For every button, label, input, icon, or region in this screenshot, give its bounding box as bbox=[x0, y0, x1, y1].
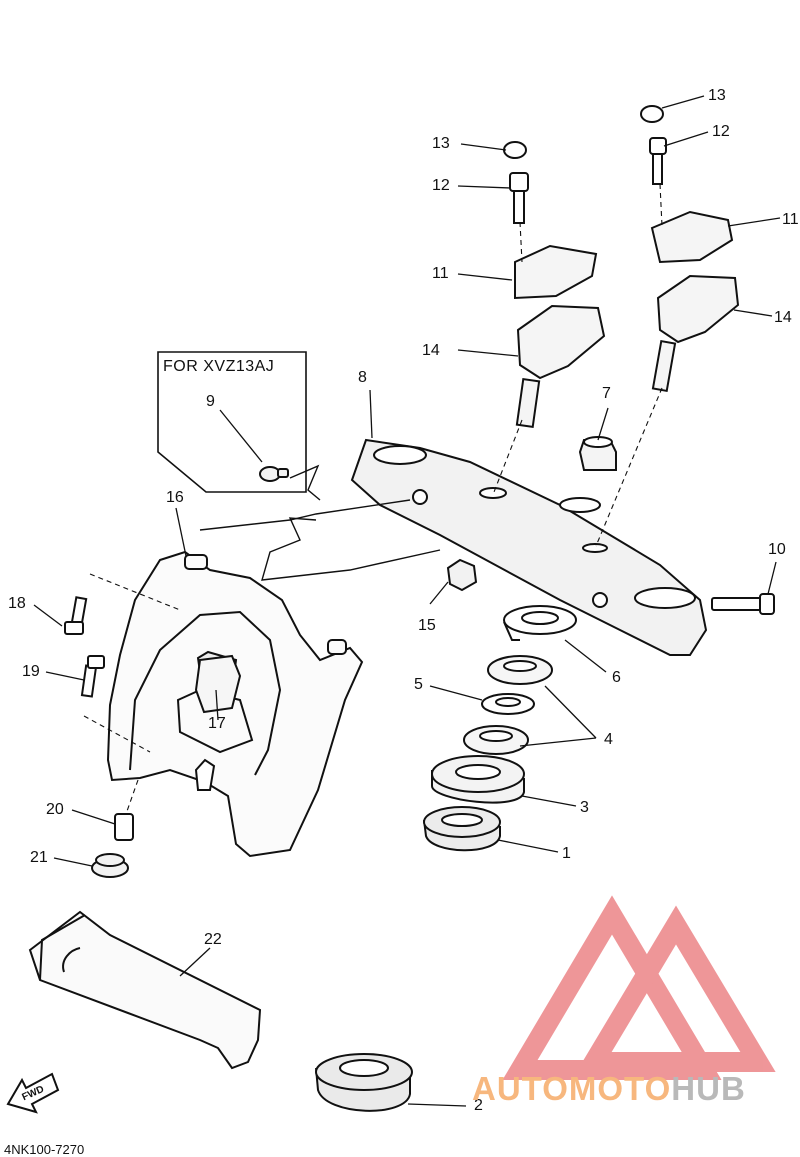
label-8: 8 bbox=[358, 369, 367, 386]
tube-22 bbox=[28, 910, 262, 1070]
label-13-left: 13 bbox=[432, 135, 450, 152]
seal-2 bbox=[315, 1053, 413, 1112]
watermark-logo-icon bbox=[502, 895, 776, 1080]
label-1: 1 bbox=[562, 845, 571, 862]
upper-bracket bbox=[350, 438, 708, 656]
ring-nut-4-lower bbox=[463, 725, 529, 755]
note-box-outline bbox=[157, 351, 307, 493]
nut-15 bbox=[446, 558, 478, 592]
cap-13-right bbox=[640, 105, 664, 123]
grommet-21 bbox=[91, 853, 129, 878]
label-6: 6 bbox=[612, 669, 621, 686]
label-2: 2 bbox=[474, 1097, 483, 1114]
label-10: 10 bbox=[768, 541, 786, 558]
label-17: 17 bbox=[208, 715, 226, 732]
diagram-code: 4NK100-7270 bbox=[4, 1142, 85, 1157]
cap-13-left bbox=[503, 141, 527, 159]
label-12-right: 12 bbox=[712, 123, 730, 140]
label-22: 22 bbox=[204, 931, 222, 948]
leader-lines bbox=[33, 95, 781, 1107]
bearing-1 bbox=[423, 806, 501, 852]
bolt-12-left bbox=[509, 172, 529, 224]
label-18: 18 bbox=[8, 595, 26, 612]
washer-5 bbox=[481, 693, 535, 715]
holder-right bbox=[650, 210, 740, 393]
label-13-right: 13 bbox=[708, 87, 726, 104]
label-3: 3 bbox=[580, 799, 589, 816]
bolt-9 bbox=[259, 466, 289, 482]
label-20: 20 bbox=[46, 801, 64, 818]
cover-16 bbox=[106, 550, 364, 858]
note-title: FOR XVZ13AJ bbox=[163, 358, 275, 375]
bolt-10 bbox=[711, 593, 775, 615]
label-16: 16 bbox=[166, 489, 184, 506]
bolt-18 bbox=[64, 596, 88, 635]
label-7: 7 bbox=[602, 385, 611, 402]
bolt-12-right bbox=[649, 137, 667, 185]
bearing-race-3 bbox=[431, 755, 525, 804]
bolt-19 bbox=[80, 655, 105, 698]
label-14-left: 14 bbox=[422, 342, 440, 359]
alignment-lines bbox=[83, 183, 663, 815]
ring-nut-4-upper bbox=[487, 655, 553, 685]
label-11-right: 11 bbox=[782, 211, 799, 228]
label-19: 19 bbox=[22, 663, 40, 680]
watermark-part2: HUB bbox=[671, 1070, 746, 1107]
watermark-text: AUTOMOTOHUB bbox=[472, 1070, 746, 1108]
nut-7 bbox=[578, 436, 617, 471]
label-21: 21 bbox=[30, 849, 48, 866]
fwd-arrow-icon bbox=[6, 1072, 60, 1114]
label-14-right: 14 bbox=[774, 309, 792, 326]
break-lines bbox=[199, 464, 441, 581]
holder-left bbox=[514, 244, 606, 429]
label-9: 9 bbox=[206, 393, 215, 410]
label-15: 15 bbox=[418, 617, 436, 634]
collar-20 bbox=[114, 813, 134, 841]
watermark-part1: AUTOMOTO bbox=[472, 1070, 672, 1107]
label-5: 5 bbox=[414, 676, 423, 693]
cover-piece-17 bbox=[194, 654, 242, 714]
label-11-left: 11 bbox=[432, 265, 449, 282]
label-12-left: 12 bbox=[432, 177, 450, 194]
label-4: 4 bbox=[604, 731, 613, 748]
washer-6 bbox=[503, 605, 577, 641]
